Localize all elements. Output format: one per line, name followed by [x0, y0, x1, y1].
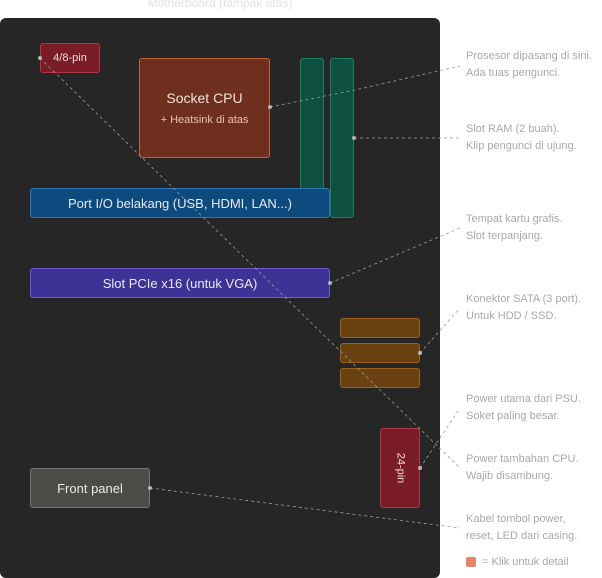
- sata-port-1[interactable]: [340, 318, 420, 338]
- desc-atx-line2: Soket paling besar.: [466, 410, 560, 422]
- desc-sata-line1: Konektor SATA (3 port).: [466, 293, 582, 305]
- anchor-ram: [352, 136, 356, 140]
- leader-cpu-power: [39, 57, 461, 469]
- leader-sata: [419, 307, 461, 354]
- anchor-cpu-power: [38, 56, 42, 60]
- desc-front: Kabel tombol power, reset, LED dari casi…: [466, 511, 577, 545]
- rear-io-ports[interactable]: Port I/O belakang (USB, HDMI, LAN...): [30, 188, 330, 218]
- desc-cpu: Prosesor dipasang di sini. Ada tuas peng…: [466, 48, 592, 82]
- desc-cpu-power-line1: Power tambahan CPU.: [466, 453, 579, 465]
- anchor-atx: [418, 466, 422, 470]
- desc-ram: Slot RAM (2 buah). Klip pengunci di ujun…: [466, 121, 577, 155]
- leader-atx: [419, 407, 461, 469]
- desc-ram-line2: Klip pengunci di ujung.: [466, 140, 577, 152]
- desc-atx: Power utama dari PSU. Soket paling besar…: [466, 391, 581, 425]
- sata-port-3[interactable]: [340, 368, 420, 388]
- front-panel-header[interactable]: Front panel: [30, 468, 150, 508]
- desc-cpu-power-line2: Wajib disambung.: [466, 470, 554, 482]
- diagram-title: Motherboard (tampak atas): [147, 0, 293, 10]
- desc-pcie-line1: Tempat kartu grafis.: [466, 213, 563, 225]
- leader-front: [149, 487, 461, 529]
- desc-sata: Konektor SATA (3 port). Untuk HDD / SSD.: [466, 291, 581, 325]
- desc-cpu-line1: Prosesor dipasang di sini.: [466, 50, 592, 62]
- desc-pcie: Tempat kartu grafis. Slot terpanjang.: [466, 211, 563, 245]
- legend-text: = Klik untuk detail: [482, 556, 569, 568]
- desc-front-line2: reset, LED dari casing.: [466, 530, 578, 542]
- desc-sata-line2: Untuk HDD / SSD.: [466, 310, 557, 322]
- desc-atx-line1: Power utama dari PSU.: [466, 393, 581, 405]
- anchor-front: [148, 486, 152, 490]
- desc-ram-line1: Slot RAM (2 buah).: [466, 123, 560, 135]
- desc-cpu-power: Power tambahan CPU. Wajib disambung.: [466, 451, 579, 485]
- anchor-pcie: [328, 281, 332, 285]
- leader-cpu: [269, 65, 461, 108]
- anchor-sata: [418, 351, 422, 355]
- leader-pcie: [329, 227, 461, 284]
- cpu-socket-title: Socket CPU: [166, 90, 243, 106]
- pcie-x16-slot[interactable]: Slot PCIe x16 (untuk VGA): [30, 268, 330, 298]
- legend: = Klik untuk detail: [466, 556, 569, 568]
- desc-cpu-line2: Ada tuas pengunci.: [466, 67, 561, 79]
- cpu-socket[interactable]: Socket CPU + Heatsink di atas: [139, 58, 270, 158]
- atx-24pin-connector[interactable]: 24-pin: [380, 428, 420, 508]
- desc-front-line1: Kabel tombol power,: [466, 513, 566, 525]
- anchor-cpu: [268, 105, 272, 109]
- legend-swatch: [466, 557, 476, 567]
- desc-pcie-line2: Slot terpanjang.: [466, 230, 544, 242]
- cpu-socket-subtitle: + Heatsink di atas: [160, 114, 249, 126]
